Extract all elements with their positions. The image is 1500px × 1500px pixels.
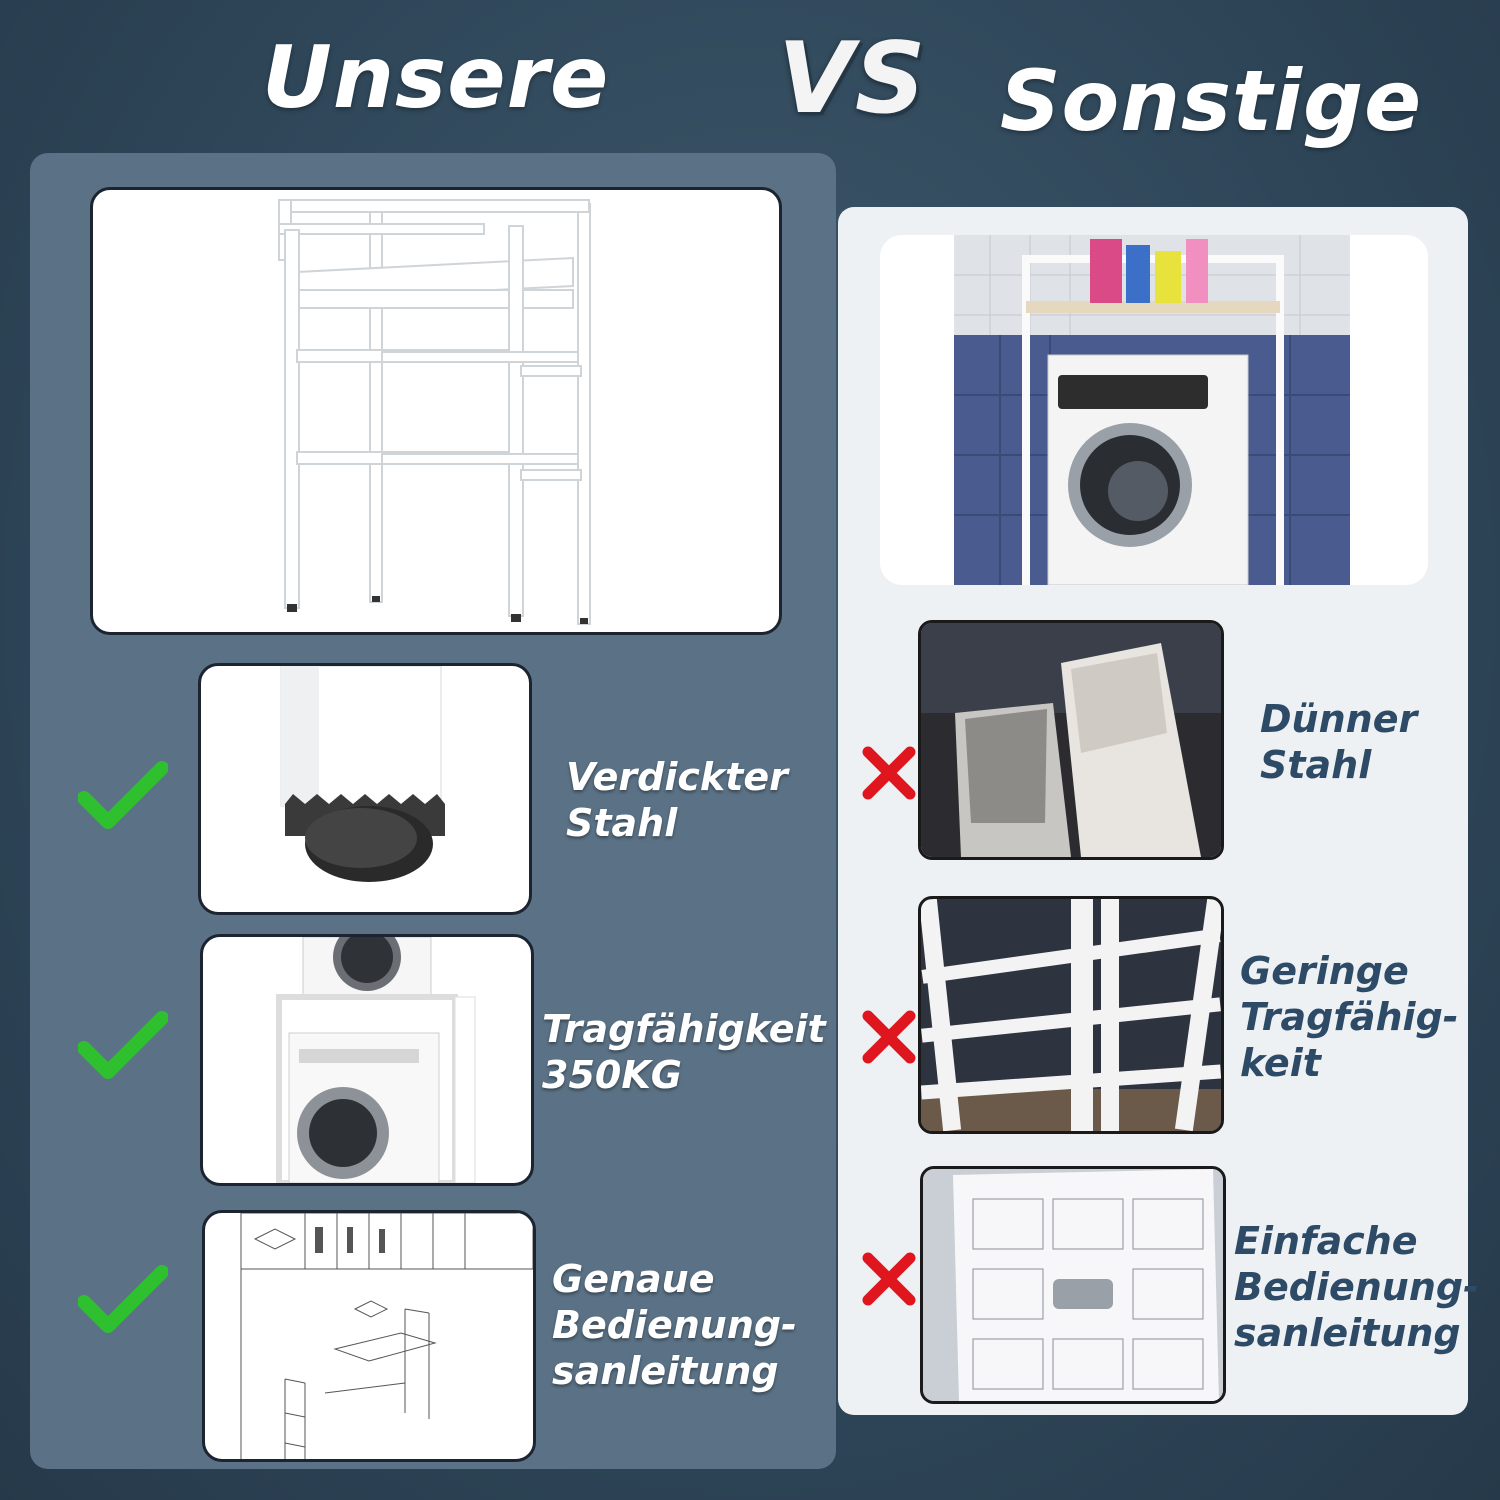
- label-line: Bedienung-: [1234, 1265, 1479, 1309]
- label-line: Einfache: [1234, 1219, 1418, 1263]
- stacked-washer-dryer-icon: [276, 937, 476, 1183]
- label-line: Stahl: [566, 801, 678, 845]
- cross-icon: [862, 1010, 916, 1064]
- simple-manual-photo: [923, 1169, 1223, 1401]
- assembly-instructions-diagram: [240, 1213, 533, 1459]
- feature-label-low-capacity: Geringe Tragfähig- keit: [1240, 948, 1459, 1086]
- label-line: Tragfähigkeit: [542, 1007, 826, 1051]
- heading-vs: VS: [778, 22, 927, 136]
- label-line: keit: [1240, 1041, 1321, 1085]
- heading-ours: Unsere: [262, 28, 610, 128]
- others-main-product-image: [880, 235, 1428, 585]
- label-line: sanleitung: [552, 1349, 779, 1393]
- label-line: Genaue: [552, 1257, 715, 1301]
- cross-icon: [862, 746, 916, 800]
- label-line: Verdickter: [566, 755, 788, 799]
- steel-leg-foot-icon: [280, 666, 445, 882]
- label-line: Stahl: [1260, 743, 1372, 787]
- check-icon: [78, 1265, 168, 1333]
- precise-manual-image: [202, 1210, 536, 1462]
- low-capacity-image: [918, 896, 1224, 1134]
- thin-rack-frame-photo: [921, 899, 1221, 1131]
- feature-label-load-capacity: Tragfähigkeit 350KG: [542, 1006, 826, 1098]
- label-line: Dünner: [1260, 697, 1418, 741]
- shelf-rack-illustration: [278, 199, 591, 625]
- label-line: Geringe: [1240, 949, 1409, 993]
- check-icon: [78, 1011, 168, 1079]
- cross-icon: [862, 1252, 916, 1306]
- label-line: sanleitung: [1234, 1311, 1461, 1355]
- feature-label-precise-manual: Genaue Bedienung- sanleitung: [552, 1256, 797, 1394]
- feature-label-thick-steel: Verdickter Stahl: [566, 754, 788, 846]
- label-line: Bedienung-: [552, 1303, 797, 1347]
- load-capacity-image: [200, 934, 534, 1186]
- feature-label-thin-steel: Dünner Stahl: [1260, 696, 1417, 788]
- thick-steel-leg-image: [198, 663, 532, 915]
- thin-steel-image: [918, 620, 1224, 860]
- label-line: Tragfähig-: [1240, 995, 1459, 1039]
- simple-manual-image: [920, 1166, 1226, 1404]
- feature-label-simple-manual: Einfache Bedienung- sanleitung: [1234, 1218, 1479, 1356]
- check-icon: [78, 761, 168, 829]
- washing-machine-rack-photo: [954, 235, 1350, 585]
- label-line: 350KG: [542, 1053, 682, 1097]
- thin-steel-tube-photo: [921, 623, 1221, 857]
- heading-others: Sonstige: [1000, 52, 1423, 150]
- ours-main-product-image: [90, 187, 782, 635]
